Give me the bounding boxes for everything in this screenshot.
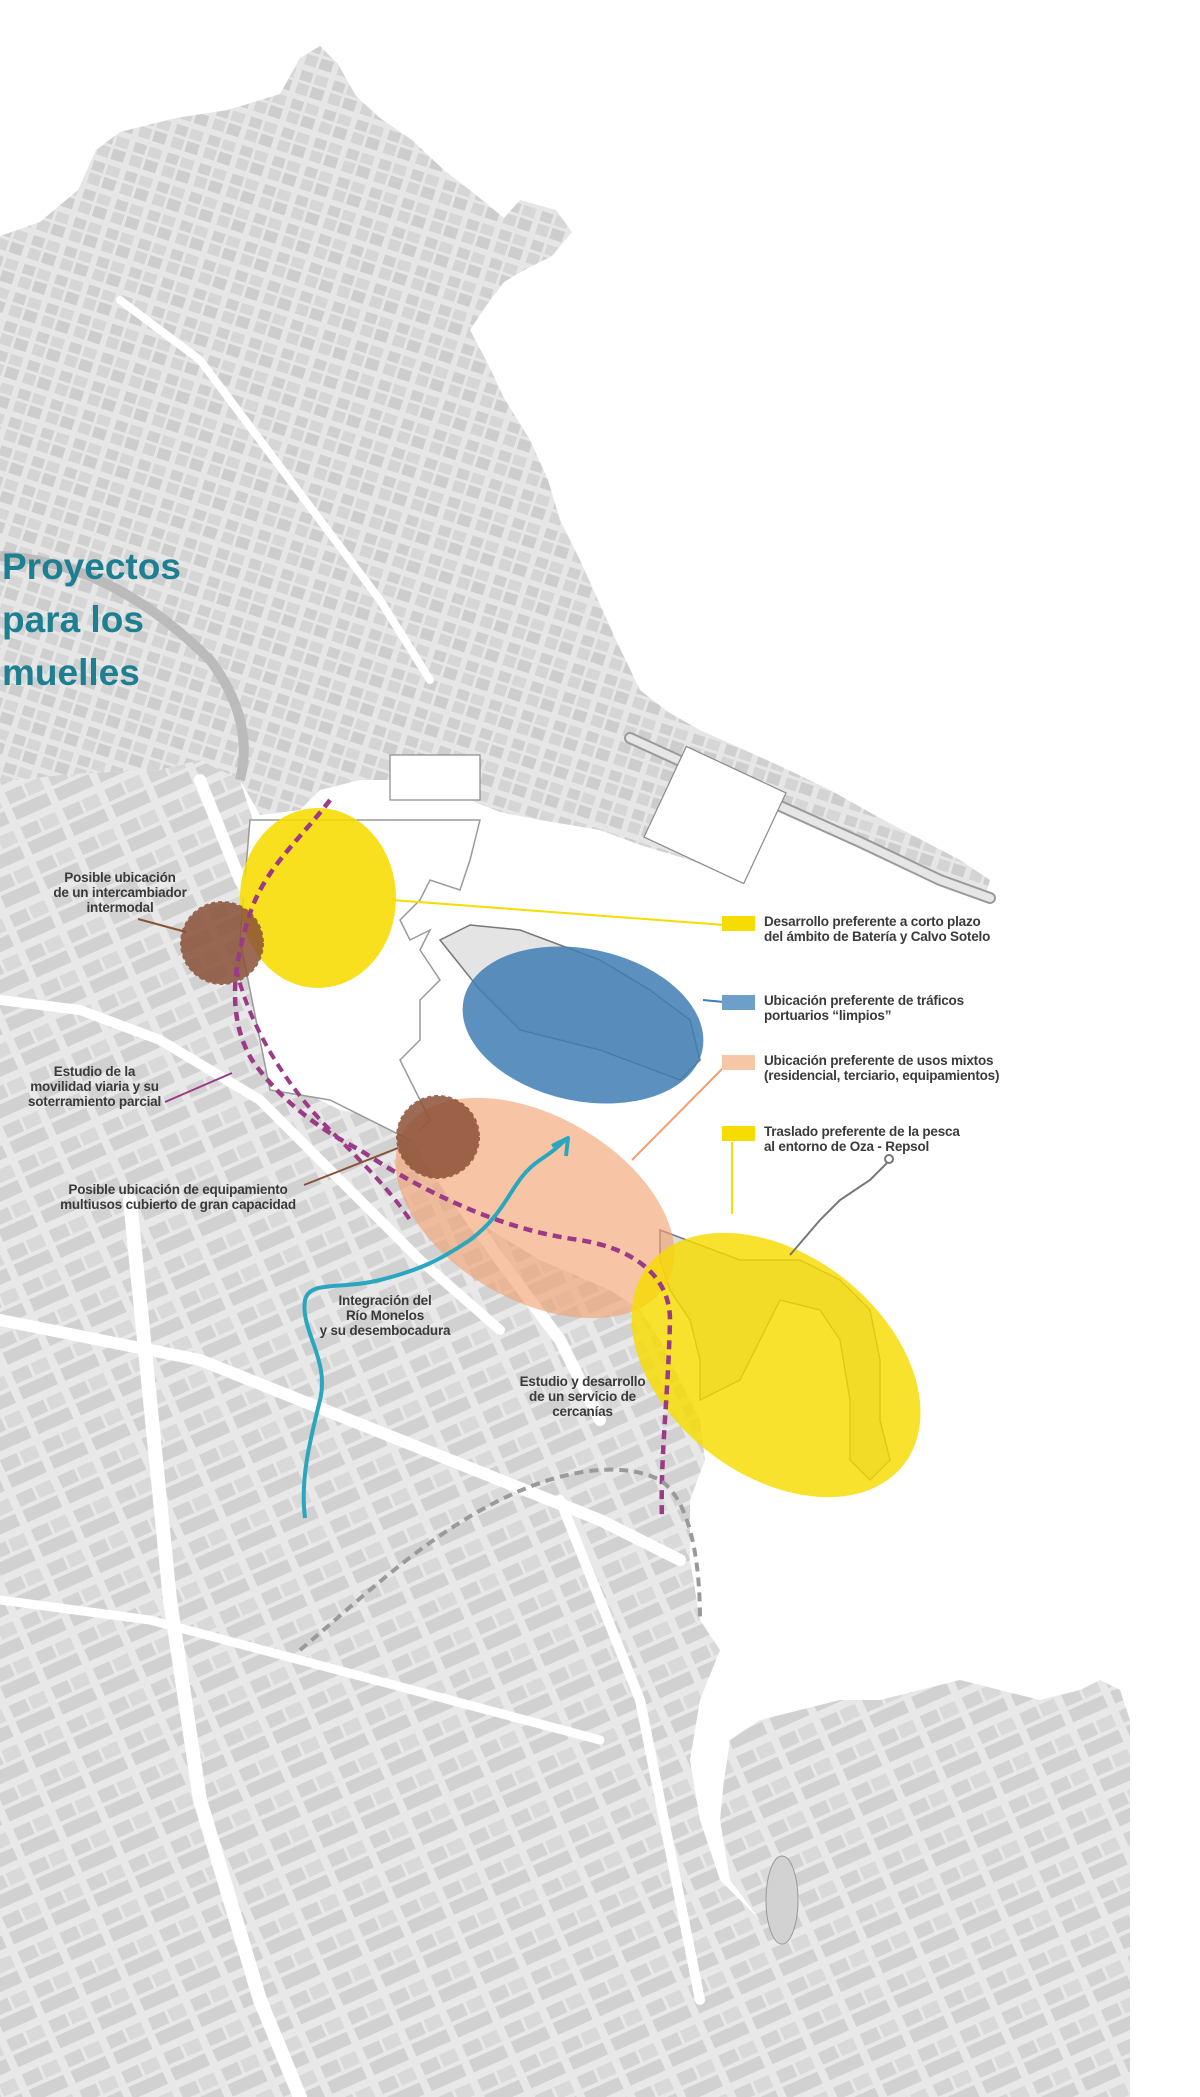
label-equipamiento: Posible ubicación de equipamiento multiu…: [48, 1182, 308, 1212]
leader-movilidad: [164, 1072, 233, 1103]
label-rio-monelos: Integración del Río Monelos y su desembo…: [300, 1293, 470, 1338]
legend-text: Ubicación preferente de usos mixtos (res…: [764, 1053, 999, 1083]
label-intercambiador: Posible ubicación de un intercambiador i…: [40, 870, 200, 915]
map-title-line-3: muelles: [2, 652, 140, 693]
routes: [232, 798, 894, 1652]
zone-intercambiador-intermodal: [180, 901, 264, 985]
label-line: de un servicio de: [529, 1389, 636, 1404]
label-line: intermodal: [86, 900, 154, 915]
land-area: [0, 46, 1130, 2097]
leader-intercambiador: [137, 918, 187, 933]
zone-pesca-oza-repsol: [631, 1232, 921, 1498]
southern-land: [0, 760, 930, 2097]
legend-text: Traslado preferente de la pesca al entor…: [764, 1124, 960, 1154]
legend-line: del ámbito de Batería y Calvo Sotelo: [764, 929, 991, 944]
label-line: multiusos cubierto de gran capacidad: [60, 1197, 296, 1212]
zone-equipamiento-multiusos: [396, 1095, 480, 1179]
map-title: Proyectos para los muelles: [2, 540, 242, 699]
route-rio-monelos-arrow: [551, 1136, 570, 1157]
label-line: y su desembocadura: [319, 1323, 451, 1338]
peninsula-land: [0, 46, 990, 900]
route-movilidad-viaria: [232, 798, 673, 1521]
road-coast: [555, 1495, 705, 2005]
pipeline-end-marker: [884, 1154, 894, 1164]
label-cercanias: Estudio y desarrollo de un servicio de c…: [500, 1374, 665, 1419]
legend-swatch-yellow: [722, 1126, 755, 1141]
port-warehouse-block: [389, 754, 481, 801]
legend-swatch-yellow: [722, 916, 755, 931]
label-line: Integración del: [338, 1293, 432, 1308]
zone-traficos-limpios: [462, 946, 704, 1104]
legend-line: (residencial, terciario, equipamientos): [764, 1068, 1000, 1083]
label-line: cercanías: [552, 1404, 613, 1419]
legend-text: Ubicación preferente de tráficos portuar…: [764, 993, 964, 1023]
leader-traficos: [702, 999, 725, 1003]
route-movilidad-branch: [234, 967, 412, 1222]
legend-line: Traslado preferente de la pesca: [764, 1124, 960, 1139]
leader-usos-mixtos: [631, 1066, 725, 1161]
leader-lines: [137, 899, 733, 1214]
road-cross: [0, 1595, 605, 1745]
route-cercanias: [298, 1467, 702, 1652]
label-line: de un intercambiador: [53, 885, 187, 900]
legend-line: Desarrollo preferente a corto plazo: [764, 914, 981, 929]
legend-swatch-blue: [722, 995, 755, 1010]
legend-text: Desarrollo preferente a corto plazo del …: [764, 914, 990, 944]
legend-line: portuarios “limpios”: [764, 1008, 892, 1023]
label-line: Posible ubicación de equipamiento: [68, 1182, 288, 1197]
zone-bateria-calvo-sotelo: [240, 808, 396, 988]
islet: [765, 1855, 799, 1945]
label-line: soterramiento parcial: [27, 1094, 162, 1109]
route-rio-monelos: [301, 1138, 567, 1519]
legend-line: Ubicación preferente de usos mixtos: [764, 1053, 994, 1068]
beach-bay-outline: [0, 551, 249, 782]
east-land: [720, 1680, 1130, 2097]
legend-line: al entorno de Oza - Repsol: [764, 1139, 930, 1154]
road-avenue-west: [0, 995, 505, 1335]
leader-bateria: [391, 899, 725, 926]
map-title-line-1: Proyectos: [2, 546, 181, 587]
label-line: movilidad viaria y su: [30, 1079, 159, 1094]
label-line: Posible ubicación: [64, 870, 176, 885]
map-title-line-2: para los: [2, 599, 144, 640]
route-pipeline: [789, 1159, 891, 1256]
road-highway: [123, 1193, 307, 2097]
road-ring: [0, 1314, 686, 1566]
label-line: Estudio de la: [53, 1064, 136, 1079]
label-line: Río Monelos: [345, 1308, 425, 1323]
legend-swatch-salmon: [722, 1055, 755, 1070]
road-old-town: [116, 296, 434, 684]
project-zones: [180, 808, 921, 1498]
label-line: Estudio y desarrollo: [519, 1374, 646, 1389]
label-movilidad: Estudio de la movilidad viaria y su sote…: [12, 1064, 177, 1109]
port-terminal-block: [643, 745, 787, 885]
legend-line: Ubicación preferente de tráficos: [764, 993, 964, 1008]
leader-equipamiento: [303, 1147, 399, 1186]
